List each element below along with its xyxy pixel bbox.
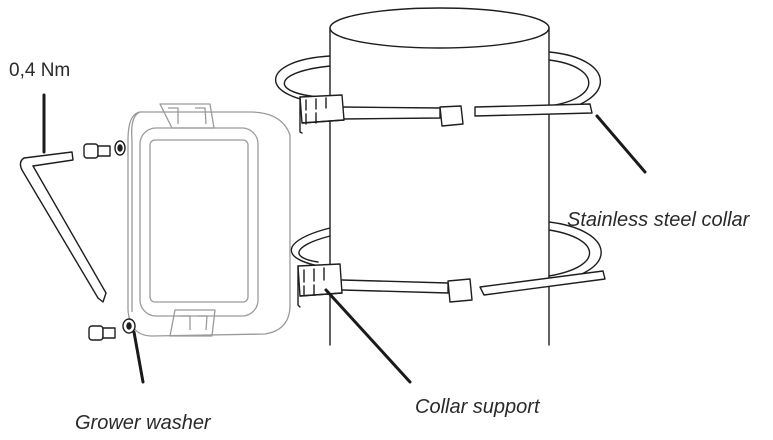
collar-support-label: Collar support <box>415 396 540 418</box>
grower-washer-label: Grower washer <box>75 412 211 434</box>
leader-collar-support <box>324 288 412 384</box>
upper-collar-support <box>299 94 345 134</box>
upper-collar <box>274 51 602 127</box>
upper-washer <box>114 140 126 156</box>
hex-key <box>19 151 107 303</box>
leader-stainless-collar <box>595 114 647 174</box>
lower-collar-support <box>297 263 343 308</box>
sensor-housing <box>127 103 291 337</box>
upper-screw <box>83 143 111 159</box>
lower-washer <box>122 318 136 334</box>
torque-label: 0,4 Nm <box>9 60 71 81</box>
stainless-collar-label: Stainless steel collar <box>567 209 750 231</box>
lower-collar <box>290 221 606 303</box>
lower-screw <box>88 325 116 341</box>
pole <box>329 7 550 346</box>
leader-grower-washer <box>132 330 145 384</box>
